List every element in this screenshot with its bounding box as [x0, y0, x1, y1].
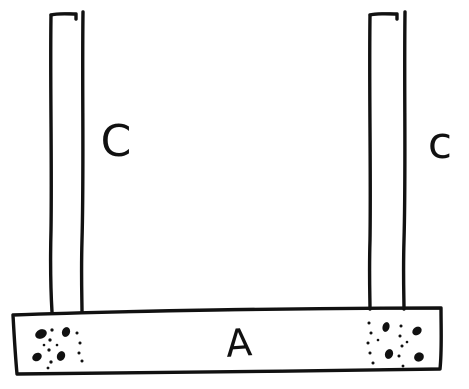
- left-column-top-cap: [49, 12, 78, 21]
- base-block-outline: [11, 306, 443, 376]
- left-column-label: C: [101, 116, 132, 167]
- right-column-top-cap: [368, 12, 399, 21]
- left-column-outer-line: [48, 13, 54, 314]
- left-column: [48, 10, 85, 314]
- left-column-inner-line: [79, 10, 85, 314]
- left-speckle-pattern: [32, 327, 84, 370]
- right-column-label: c: [428, 118, 452, 169]
- right-column-outer-line: [367, 13, 372, 311]
- right-speckle-pattern: [366, 321, 424, 368]
- right-column-inner-line: [401, 10, 407, 311]
- base-block: A: [11, 306, 443, 376]
- right-column: [367, 10, 407, 311]
- base-label: A: [224, 320, 253, 366]
